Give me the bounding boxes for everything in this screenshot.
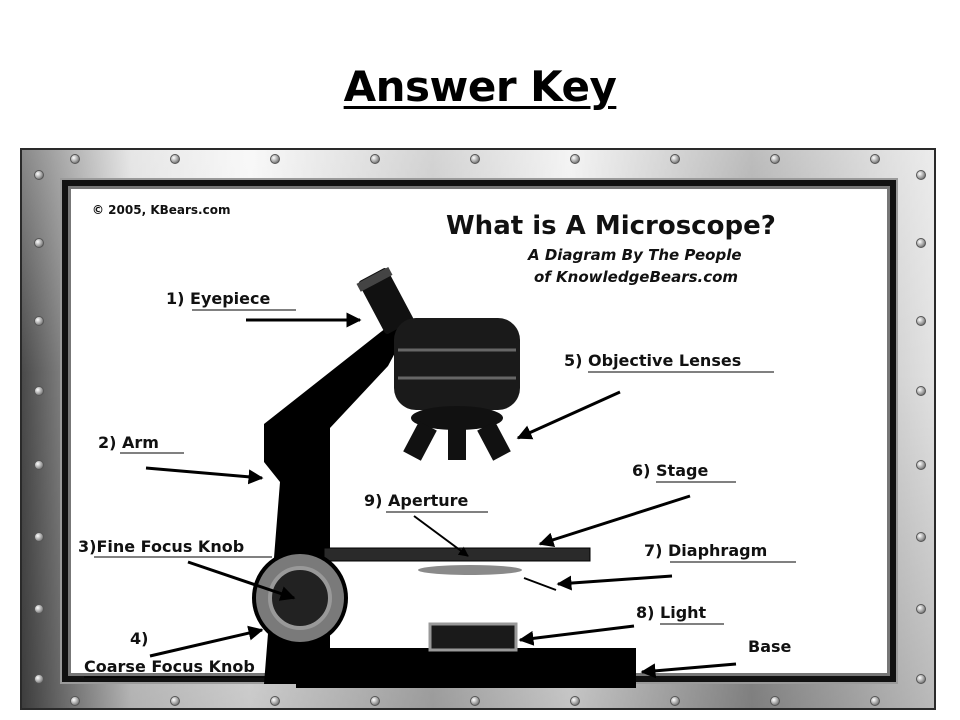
fine-focus-knob xyxy=(268,566,332,630)
rivet xyxy=(34,674,44,684)
label-base: Base xyxy=(748,637,792,656)
rivet xyxy=(170,696,180,706)
rivet xyxy=(470,696,480,706)
rivet xyxy=(34,316,44,326)
label-coarse-num: 4) xyxy=(130,629,148,648)
arrow-objective xyxy=(516,390,621,440)
diagram-subtitle-line2: of KnowledgeBears.com xyxy=(534,268,738,286)
rivet xyxy=(270,154,280,164)
rivet xyxy=(34,170,44,180)
microscope-light xyxy=(428,622,518,652)
arrow-aperture xyxy=(413,515,469,557)
objective-lens xyxy=(448,426,466,460)
label-stage: 6) Stage xyxy=(632,461,708,480)
arrow-stage xyxy=(538,494,691,548)
label-light: 8) Light xyxy=(636,603,707,622)
rivet xyxy=(916,238,926,248)
rivet xyxy=(470,154,480,164)
diaphragm-leader xyxy=(523,577,557,591)
rivet xyxy=(170,154,180,164)
microscope-base xyxy=(296,648,636,688)
label-diaphragm: 7) Diaphragm xyxy=(644,541,767,560)
diagram-subtitle-line1: A Diagram By The People xyxy=(527,246,742,264)
label-arm: 2) Arm xyxy=(98,433,159,452)
arrow-diaphragm xyxy=(556,574,673,591)
label-eyepiece: 1) Eyepiece xyxy=(166,289,271,308)
nosepiece xyxy=(411,406,503,430)
rivet xyxy=(916,604,926,614)
rivet xyxy=(34,238,44,248)
arrow-base xyxy=(640,662,737,679)
label-objective: 5) Objective Lenses xyxy=(564,351,741,370)
rivet xyxy=(870,154,880,164)
rivet xyxy=(34,386,44,396)
rivet xyxy=(34,460,44,470)
rivet xyxy=(70,154,80,164)
rivet xyxy=(34,604,44,614)
rivet xyxy=(370,696,380,706)
rivet xyxy=(670,154,680,164)
diagram-panel: © 2005, KBears.com What is A Microscope?… xyxy=(62,180,896,688)
arrow-light xyxy=(518,624,635,646)
rivet xyxy=(70,696,80,706)
label-coarse-focus: Coarse Focus Knob xyxy=(84,657,255,676)
rivet xyxy=(916,674,926,684)
diagram-title: What is A Microscope? xyxy=(446,211,776,241)
rivet xyxy=(916,460,926,470)
rivet xyxy=(916,316,926,326)
copyright-text: © 2005, KBears.com xyxy=(92,203,230,217)
rivet xyxy=(870,696,880,706)
label-aperture: 9) Aperture xyxy=(364,491,469,510)
eyepiece-rim xyxy=(356,266,393,292)
rivet xyxy=(916,386,926,396)
microscope-diaphragm xyxy=(418,565,522,575)
metal-frame: © 2005, KBears.com What is A Microscope?… xyxy=(20,148,936,710)
microscope-stage xyxy=(323,547,591,562)
arrow-coarse-focus xyxy=(149,625,264,658)
microscope-body-tube xyxy=(394,318,520,410)
rivet xyxy=(770,696,780,706)
objective-lens xyxy=(477,421,511,461)
page-title: Answer Key xyxy=(343,62,617,111)
microscope-diagram: © 2005, KBears.com What is A Microscope?… xyxy=(78,203,796,688)
rivet xyxy=(916,532,926,542)
rivet xyxy=(770,154,780,164)
arrow-arm xyxy=(145,466,264,485)
rivet xyxy=(370,154,380,164)
objective-lens xyxy=(403,421,437,461)
rivet xyxy=(570,696,580,706)
rivet xyxy=(270,696,280,706)
rivet xyxy=(916,170,926,180)
rivet xyxy=(34,532,44,542)
rivet xyxy=(670,696,680,706)
rivet xyxy=(570,154,580,164)
arrow-fine-focus xyxy=(187,560,296,601)
label-fine-focus: 3)Fine Focus Knob xyxy=(78,537,244,556)
